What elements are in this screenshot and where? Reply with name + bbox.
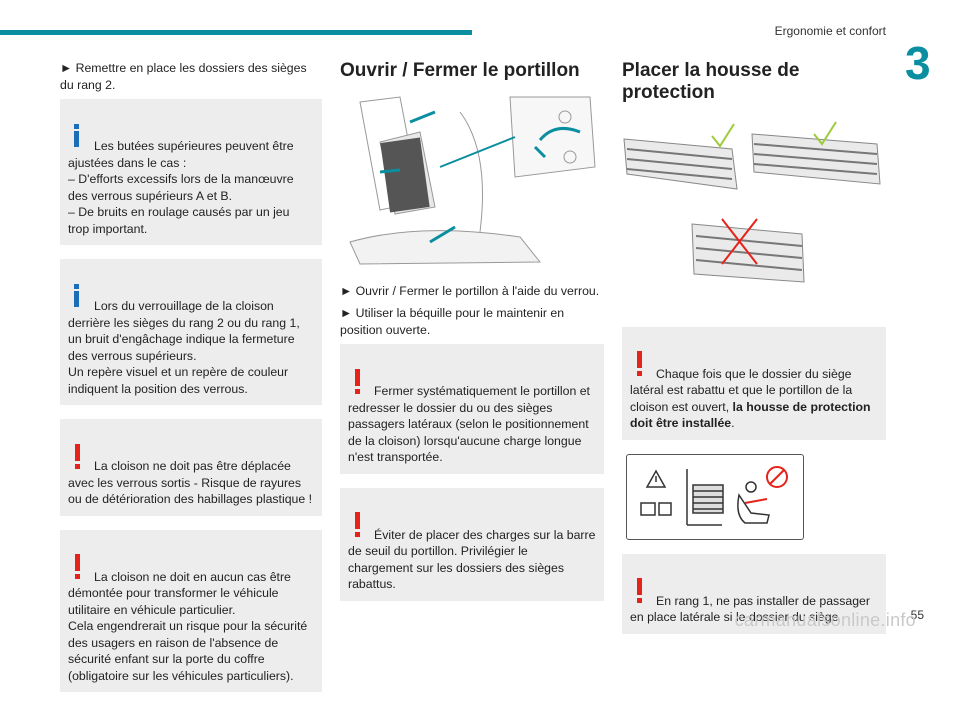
warning-box-text: Fermer systématiquement le portillon et … [348, 384, 590, 464]
page-number: 55 [910, 608, 924, 622]
section-title: Ergonomie et confort [774, 24, 886, 38]
warning-box-text-post: . [731, 416, 735, 430]
warning-icon [68, 552, 88, 580]
warning-box-3: Fermer systématiquement le portillon et … [340, 344, 604, 474]
step-open-close: ► Ouvrir / Fermer le portillon à l'aide … [340, 283, 600, 298]
warning-box-1: La cloison ne doit pas être déplacée ave… [60, 419, 322, 516]
watermark: carmanualsonline.info [734, 610, 916, 630]
warning-box-text-bold: la housse de protection doit être instal… [630, 399, 871, 431]
warning-box-2: La cloison ne doit en aucun cas être dém… [60, 529, 322, 692]
warning-box-text: En rang 1, ne pas installer de passager … [630, 593, 870, 625]
warning-box-text: La cloison ne doit en aucun cas être dém… [68, 569, 308, 683]
partition-door-illustration [340, 92, 602, 268]
warning-box-5: Chaque fois que le dossier du siège laté… [622, 326, 886, 440]
info-box-text: Lors du verrouillage de la cloison derri… [68, 299, 300, 396]
warning-box-6: En rang 1, ne pas installer de passager … [622, 553, 886, 634]
pictogram-panel [626, 453, 804, 540]
warning-icon [630, 576, 650, 604]
info-box-2: Lors du verrouillage de la cloison derri… [60, 259, 322, 405]
warning-icon [348, 510, 368, 538]
warning-icon [348, 367, 368, 395]
column-3: Placer la housse de protection Chaque fo… [622, 60, 886, 648]
section-heading-portillon: Ouvrir / Fermer le portillon [340, 60, 580, 81]
chapter-number: 3 [905, 37, 931, 89]
safety-pictogram-icons [640, 465, 788, 526]
info-icon [68, 122, 88, 150]
warning-icon [630, 349, 650, 377]
info-icon [68, 282, 88, 310]
column-2: Ouvrir / Fermer le portillon ► Ouvrir / … [340, 60, 604, 615]
warning-box-text: Éviter de placer des charges sur la barr… [348, 527, 596, 592]
protective-cover-illustration [623, 121, 881, 283]
warning-box-text-pre: Chaque fois que le dossier du siège laté… [630, 366, 853, 414]
info-box-1: Les butées supérieures peuvent être ajus… [60, 99, 322, 245]
warning-box-4: Éviter de placer des charges sur la barr… [340, 487, 604, 601]
column-1: ► Remettre en place les dossiers des siè… [60, 60, 322, 706]
section-heading-housse: Placer la housse de protection [622, 60, 800, 103]
info-box-text: Les butées supérieures peuvent être ajus… [68, 139, 294, 236]
warning-box-text: La cloison ne doit pas être déplacée ave… [68, 459, 313, 506]
header-accent-bar [0, 30, 472, 35]
warning-icon [68, 442, 88, 470]
intro-step: ► Remettre en place les dossiers des siè… [60, 61, 307, 92]
step-support-leg: ► Utiliser la béquille pour le maintenir… [340, 306, 565, 337]
